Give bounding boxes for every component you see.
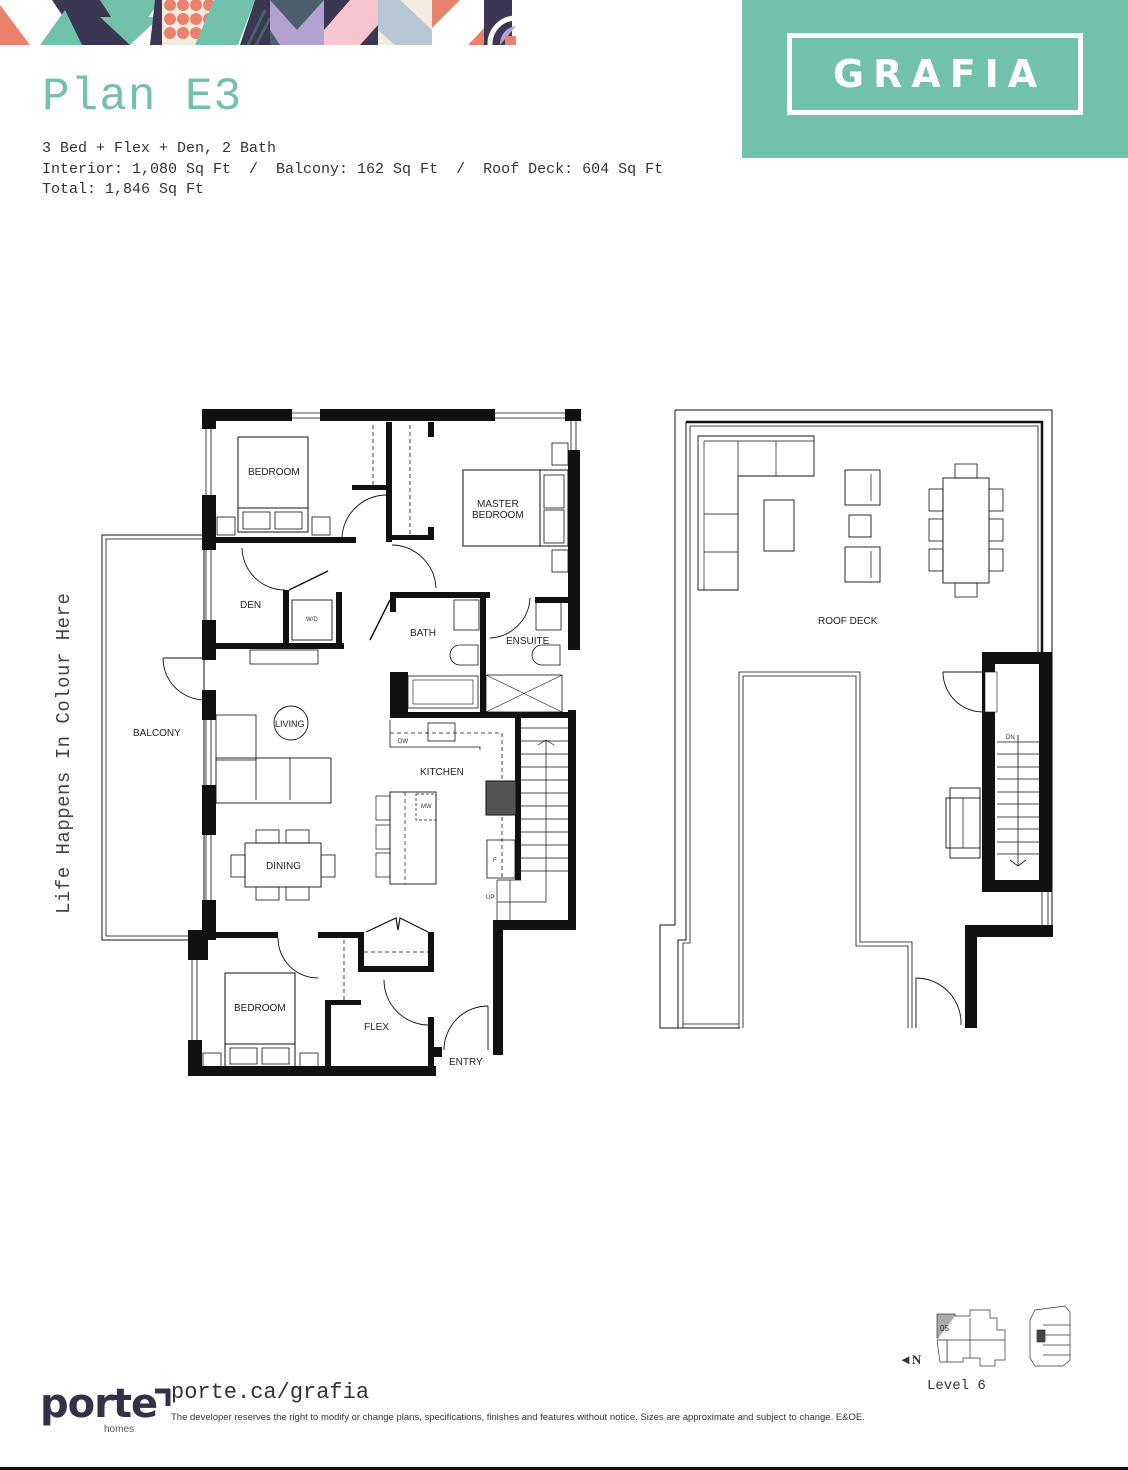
room-label-ensuite: ENSUITE xyxy=(506,636,550,647)
geometric-pattern-icon xyxy=(0,0,742,45)
room-label-bedroom: BEDROOM xyxy=(248,467,300,478)
logo-corner-icon xyxy=(155,1388,171,1406)
logo-word: porte xyxy=(40,1381,158,1427)
room-label-bath: BATH xyxy=(410,628,436,639)
room-label-bedroom-2: BEDROOM xyxy=(234,1003,286,1014)
appliance-label-dw: DW xyxy=(398,739,408,745)
room-label-flex: FLEX xyxy=(364,1022,389,1033)
disclaimer: The developer reserves the right to modi… xyxy=(171,1412,865,1423)
room-label-master-1: MASTER xyxy=(477,499,519,510)
room-label-den: DEN xyxy=(240,600,261,611)
appliance-label-fridge: F xyxy=(493,858,497,864)
website-link[interactable]: porte.ca/grafia xyxy=(171,1380,370,1405)
level-label: Level 6 xyxy=(927,1378,986,1394)
bottom-bar xyxy=(0,1467,1128,1470)
plan-type: 3 Bed + Flex + Den, 2 Bath xyxy=(42,140,277,157)
room-label-wd: W/D xyxy=(306,617,318,623)
appliance-label-mw: MW xyxy=(421,804,432,810)
room-label-dining: DINING xyxy=(266,861,301,872)
key-plan: 05 xyxy=(936,1305,1071,1367)
north-indicator: ◄N xyxy=(899,1352,922,1367)
decorative-banner xyxy=(0,0,742,45)
brand-header: GRAFIA xyxy=(742,0,1128,158)
porte-homes-logo: porte homes xyxy=(40,1381,171,1435)
brand-frame: GRAFIA xyxy=(787,33,1083,115)
roof-deck-plan xyxy=(659,409,1053,1029)
room-label-roof-deck: ROOF DECK xyxy=(818,616,878,627)
room-label-master-2: BEDROOM xyxy=(472,510,524,521)
logo-subtitle: homes xyxy=(104,1424,135,1435)
stair-label-up: UP xyxy=(486,895,494,901)
plan-total: Total: 1,846 Sq Ft xyxy=(42,181,205,198)
plan-title: Plan E3 xyxy=(42,71,243,123)
brand-name: GRAFIA xyxy=(832,52,1047,96)
room-label-kitchen: KITCHEN xyxy=(420,767,464,778)
stair-label-dn: DN xyxy=(1006,735,1015,741)
room-label-entry: ENTRY xyxy=(449,1057,483,1068)
plan-areas: Interior: 1,080 Sq Ft / Balcony: 162 Sq … xyxy=(42,160,664,178)
floor-plan-drawing: BEDROOM MASTER BEDROOM DEN W/D BATH ENSU… xyxy=(101,409,1053,1076)
room-label-living: LIVING xyxy=(275,719,305,729)
unit-floor-plan xyxy=(101,409,581,1076)
room-label-balcony: BALCONY xyxy=(133,728,181,739)
key-plan-unit: 05 xyxy=(940,1324,949,1333)
